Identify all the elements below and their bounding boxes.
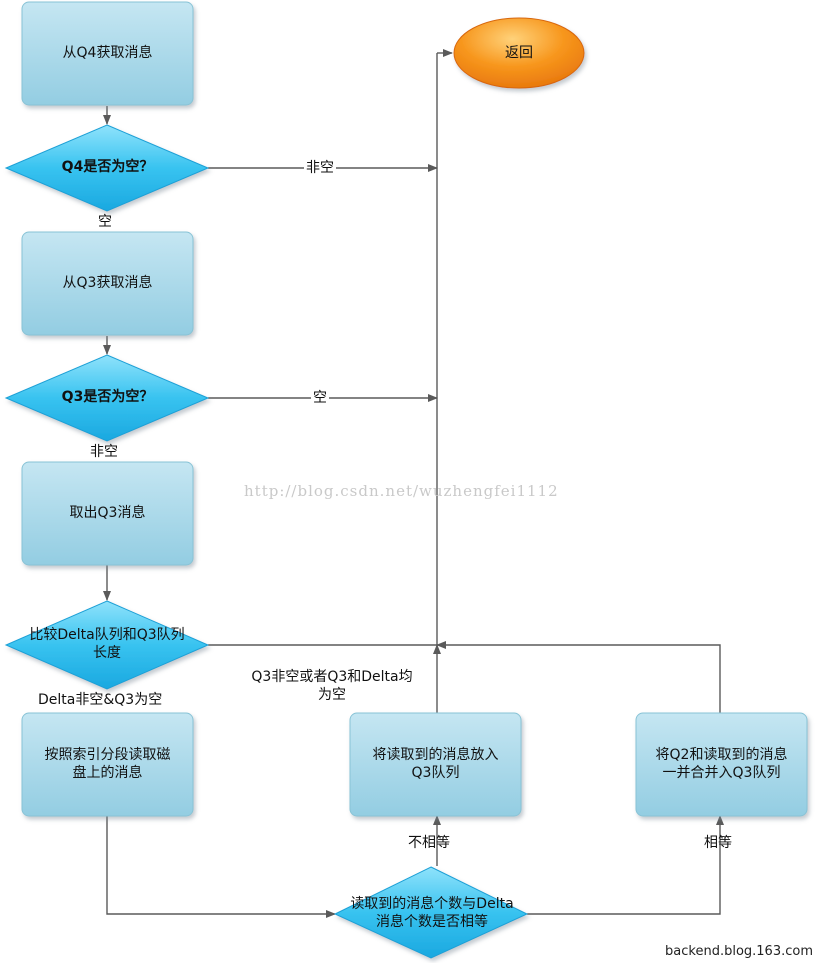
- label-q4-empty: Q4是否为空？: [61, 159, 154, 175]
- edge-label-q3-or-line2: 为空: [318, 687, 346, 703]
- label-put-q3: 将读取到的消息放入 Q3队列: [350, 746, 521, 782]
- box-fetch-q4: [21, 1, 194, 106]
- diamond-q3-empty: [4, 354, 210, 442]
- label-compare-line2: 长度: [93, 645, 121, 661]
- label-merge-line2: 一并合并入Q3队列: [662, 765, 781, 781]
- label-fetch-q3: 从Q3获取消息: [62, 275, 153, 291]
- label-compare-line1: 比较Delta队列和Q3队列: [29, 627, 185, 643]
- edge-label-q4-empty: 空: [98, 214, 112, 230]
- label-read-disk-line1: 按照索引分段读取磁: [44, 747, 171, 763]
- edge-label-q4-nonempty: 非空: [304, 159, 336, 177]
- box-fetch-q3: [21, 231, 194, 336]
- edge-merge-up: [436, 641, 721, 714]
- edge-label-not-equal: 不相等: [408, 835, 450, 851]
- label-q3-empty: Q3是否为空？: [61, 389, 154, 405]
- edge-equal: [527, 815, 724, 915]
- label-compare: 比较Delta队列和Q3队列 长度: [0, 626, 214, 662]
- edge-label-q3-or-line1: Q3非空或者Q3和Delta均: [251, 669, 413, 685]
- label-put-q3-line1: 将读取到的消息放入: [372, 747, 499, 763]
- label-read-disk-line2: 盘上的消息: [72, 765, 143, 781]
- label-put-q3-line2: Q3队列: [411, 765, 460, 781]
- watermark-text: http://blog.csdn.net/wuzhengfei1112: [244, 482, 559, 500]
- connectors: [103, 49, 724, 918]
- edge-label-q3-nonempty-or-both: Q3非空或者Q3和Delta均 为空: [232, 668, 432, 704]
- footer-source: backend.blog.163.com: [665, 944, 813, 959]
- box-merge: [635, 712, 808, 817]
- edge-label-equal: 相等: [704, 835, 732, 851]
- label-take-q3: 取出Q3消息: [69, 505, 146, 521]
- box-read-disk: [21, 712, 194, 817]
- box-put-q3: [349, 712, 522, 817]
- diamond-q4-empty: [4, 124, 210, 212]
- label-fetch-q4: 从Q4获取消息: [62, 45, 153, 61]
- edge-disk-to-count: [106, 815, 336, 918]
- edge-label-delta-nonempty: Delta非空&Q3为空: [38, 692, 163, 708]
- diamond-compare: [4, 600, 210, 690]
- label-merge: 将Q2和读取到的消息 一并合并入Q3队列: [636, 746, 807, 782]
- label-read-disk: 按照索引分段读取磁 盘上的消息: [22, 746, 193, 782]
- label-merge-line1: 将Q2和读取到的消息: [655, 747, 788, 763]
- label-return: 返回: [505, 45, 533, 61]
- box-take-q3: [21, 461, 194, 566]
- label-count-check-line1: 读取到的消息个数与Delta: [350, 896, 514, 912]
- oval-return: [453, 17, 585, 89]
- label-count-check: 读取到的消息个数与Delta 消息个数是否相等: [326, 895, 538, 931]
- diamond-count-check: [333, 866, 529, 959]
- edge-label-q3-empty: 空: [311, 389, 329, 407]
- edge-label-q3-nonempty: 非空: [90, 444, 118, 460]
- label-count-check-line2: 消息个数是否相等: [376, 914, 488, 930]
